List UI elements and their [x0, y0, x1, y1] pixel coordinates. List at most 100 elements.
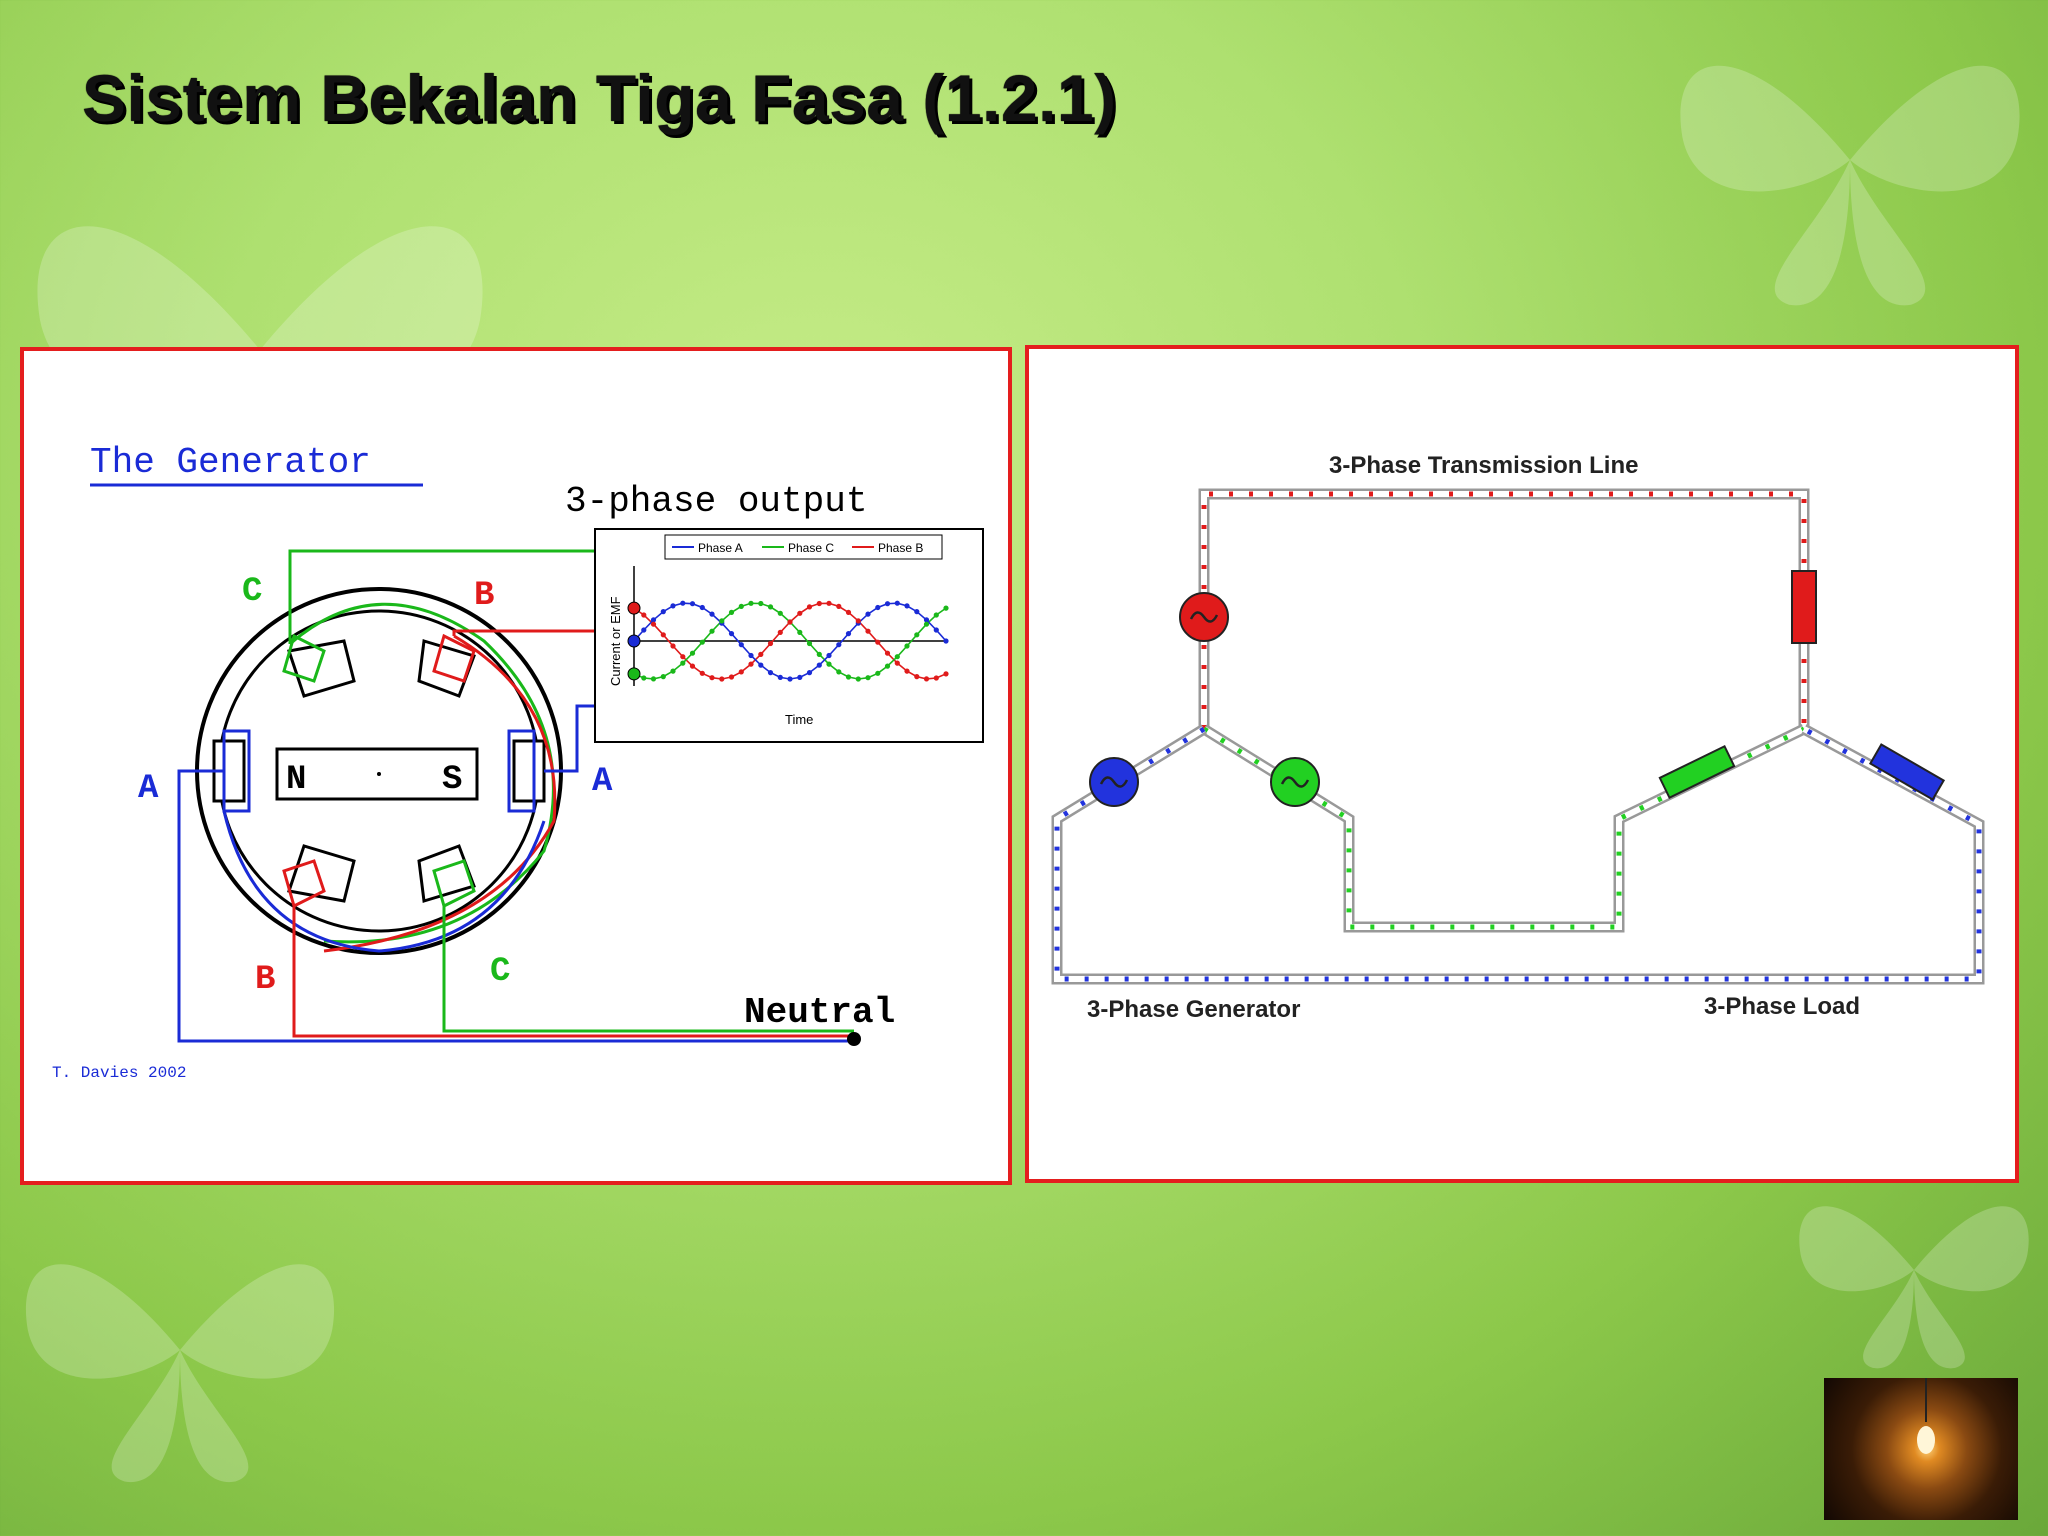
chart-point: [748, 652, 754, 659]
chart-point: [943, 638, 949, 644]
legend-label: Phase B: [878, 541, 923, 555]
sine-glyph: [1099, 776, 1129, 788]
chart-point: [719, 618, 725, 624]
chart-point: [884, 601, 891, 607]
light-bulb-icon: [1917, 1378, 1935, 1454]
chart-point: [787, 676, 793, 682]
chart-point: [641, 627, 647, 633]
chart-point: [816, 651, 822, 657]
chart-point: [767, 670, 774, 676]
label-b-bottom: B: [255, 961, 275, 999]
neutral-terminal: [847, 1032, 861, 1046]
butterfly-decoration: [25, 1264, 335, 1483]
chart-point: [758, 662, 764, 668]
magnet-south-label: S: [442, 761, 462, 799]
generator-diagram: The Generator 3-phase output N S: [52, 442, 984, 1082]
wire-phase-b: [323, 634, 557, 953]
pole-piece: [417, 844, 476, 903]
chart-point: [914, 609, 920, 615]
label-a-right: A: [592, 763, 613, 801]
chart-point: [855, 618, 861, 624]
pole-piece: [417, 639, 476, 698]
chart-point: [923, 676, 930, 682]
chart-point: [709, 628, 715, 634]
lead-c-top: [288, 549, 594, 644]
label-c-bottom: C: [490, 953, 510, 991]
coil-c-bottom: [432, 859, 476, 909]
chart-point: [738, 669, 744, 675]
chart-point: [670, 603, 676, 609]
chart-point: [836, 669, 842, 675]
neutral-label: Neutral: [744, 992, 895, 1033]
chart-point: [923, 617, 930, 623]
chart-point: [699, 639, 705, 645]
coil-b-top: [432, 633, 476, 683]
chart-point: [816, 662, 822, 668]
chart-point: [699, 670, 705, 676]
coil-a-left: [222, 729, 251, 813]
chart-point: [904, 603, 910, 609]
load-label: 3-Phase Load: [1704, 993, 1860, 1020]
magnet-north-label: N: [286, 761, 306, 799]
chart-point: [875, 639, 881, 645]
chart-point: [660, 632, 666, 638]
chart-point: [680, 660, 686, 666]
chart-point: [836, 603, 842, 609]
lead-b-top: [452, 629, 594, 636]
chart-point: [923, 621, 930, 627]
chart-point: [709, 611, 715, 617]
chart-point: [933, 612, 939, 618]
pole-piece: [287, 639, 356, 698]
chart-point: [650, 621, 657, 627]
chart-point: [767, 640, 774, 647]
chart-point: [894, 600, 900, 606]
chart-point: [904, 668, 910, 674]
chart-point: [660, 674, 666, 680]
chart-point: [728, 674, 735, 680]
chart-point: [758, 600, 764, 607]
blue-line-current: [1054, 726, 1982, 982]
chart-point: [914, 674, 920, 680]
slide-title: Sistem Bekalan Tiga Fasa (1.2.1): [82, 61, 1117, 135]
blue-line-outline: [1051, 724, 1985, 985]
chart-point: [748, 600, 754, 606]
legend-label: Phase C: [788, 541, 834, 555]
credit-text: T. Davies 2002: [52, 1064, 186, 1082]
chart-point: [914, 632, 920, 638]
chart-point: [806, 604, 813, 610]
chart-point: [680, 600, 686, 606]
generator-heading: The Generator: [90, 442, 371, 483]
red-load-resistor: [1791, 570, 1817, 644]
generator-panel: The Generator 3-phase output N S: [20, 347, 1012, 1185]
green-line-current: [1202, 726, 1806, 930]
chart-point: [875, 604, 881, 611]
wire-phase-a: [222, 810, 546, 953]
chart-point: [719, 676, 725, 682]
chart-point: [865, 675, 871, 681]
chart-legend: [664, 534, 943, 560]
chart-point: [650, 676, 657, 682]
chart-point: [845, 631, 852, 637]
neutral-lead-b: [292, 906, 854, 1038]
chart-point: [894, 654, 900, 660]
light-bulb-image: [1824, 1378, 2018, 1520]
chart-point: [826, 652, 832, 659]
chart-point: [865, 611, 871, 617]
chart-point: [865, 628, 871, 634]
chart-point: [904, 643, 910, 649]
chart-point: [806, 640, 813, 647]
chart-point: [709, 675, 715, 681]
butterfly-decoration: [1680, 65, 2020, 306]
chart-start-marker: [627, 634, 641, 648]
sine-glyph: [1280, 776, 1310, 788]
red-line-outline: [1198, 488, 1810, 729]
transmission-panel: 3-Phase Transmission Line: [1025, 345, 2019, 1183]
chart-point: [884, 663, 891, 669]
label-b-top: B: [474, 577, 494, 615]
chart-point: [650, 617, 657, 623]
neutral-lead-a: [177, 769, 854, 1043]
chart-point: [894, 660, 900, 666]
chart-ylabel: Current or EMF: [608, 596, 623, 686]
